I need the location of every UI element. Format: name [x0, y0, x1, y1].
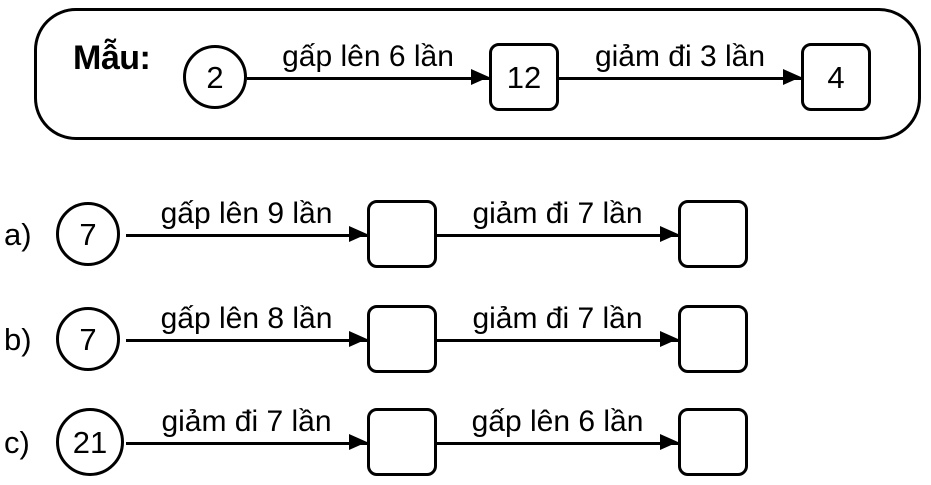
- exercise-b-answer-box-2[interactable]: [678, 305, 748, 373]
- arrow-shaft: [247, 77, 489, 80]
- arrow-shaft: [437, 234, 678, 237]
- arrow-shaft: [126, 339, 367, 342]
- exercise-a-answer-box-1[interactable]: [367, 200, 437, 268]
- arrow-shaft: [126, 442, 367, 445]
- arrow-head-icon: [660, 331, 678, 347]
- exercise-row-a: a) 7 gấp lên 9 lần giảm đi 7 lần: [0, 197, 748, 268]
- example-arrow-1: gấp lên 6 lần: [247, 40, 489, 111]
- example-panel: Mẫu: 2 gấp lên 6 lần 12 giảm đi 3 lần 4: [34, 8, 921, 140]
- exercise-b-arrow-1: gấp lên 8 lần: [126, 302, 367, 373]
- example-arrow-2: giảm đi 3 lần: [559, 40, 801, 111]
- example-chain: 2 gấp lên 6 lần 12 giảm đi 3 lần 4: [183, 40, 871, 111]
- example-operation-2-label: giảm đi 3 lần: [594, 40, 766, 73]
- exercise-label-a: a): [4, 216, 32, 252]
- exercise-b-operation-1-label: gấp lên 8 lần: [160, 302, 333, 335]
- exercise-a-arrow-2: giảm đi 7 lần: [437, 197, 678, 268]
- arrow-head-icon: [471, 69, 489, 85]
- arrow-shaft: [126, 234, 367, 237]
- example-result-box-1: 12: [489, 43, 559, 111]
- arrow-head-icon: [660, 434, 678, 450]
- example-result-box-2: 4: [801, 43, 871, 111]
- arrow-shaft: [437, 442, 678, 445]
- arrow-head-icon: [349, 331, 367, 347]
- exercise-a-start-circle: 7: [56, 202, 120, 266]
- exercise-b-arrow-2: giảm đi 7 lần: [437, 302, 678, 373]
- exercise-row-b: b) 7 gấp lên 8 lần giảm đi 7 lần: [0, 302, 748, 373]
- exercise-a-operation-2-label: giảm đi 7 lần: [472, 197, 643, 230]
- exercise-c-operation-1-label: giảm đi 7 lần: [161, 405, 332, 438]
- exercise-row-c: c) 21 giảm đi 7 lần gấp lên 6 lần: [0, 405, 748, 476]
- arrow-shaft: [559, 77, 801, 80]
- exercise-a-operation-1-label: gấp lên 9 lần: [160, 197, 333, 230]
- example-start-circle: 2: [183, 45, 247, 109]
- exercise-c-answer-box-1[interactable]: [367, 408, 437, 476]
- arrow-head-icon: [349, 226, 367, 242]
- exercise-c-answer-box-2[interactable]: [678, 408, 748, 476]
- arrow-shaft: [437, 339, 678, 342]
- example-label: Mẫu:: [73, 39, 151, 77]
- arrow-head-icon: [349, 434, 367, 450]
- exercise-b-operation-2-label: giảm đi 7 lần: [472, 302, 643, 335]
- arrow-head-icon: [783, 69, 801, 85]
- exercise-c-arrow-2: gấp lên 6 lần: [437, 405, 678, 476]
- exercise-b-start-circle: 7: [56, 307, 120, 371]
- exercise-label-b: b): [4, 321, 32, 357]
- exercise-a-answer-box-2[interactable]: [678, 200, 748, 268]
- exercise-b-answer-box-1[interactable]: [367, 305, 437, 373]
- exercise-label-c: c): [4, 424, 30, 460]
- exercise-c-operation-2-label: gấp lên 6 lần: [471, 405, 644, 438]
- exercise-a-arrow-1: gấp lên 9 lần: [126, 197, 367, 268]
- arrow-head-icon: [660, 226, 678, 242]
- exercise-c-start-circle: 21: [56, 408, 124, 476]
- example-operation-1-label: gấp lên 6 lần: [282, 40, 454, 73]
- exercise-c-arrow-1: giảm đi 7 lần: [126, 405, 367, 476]
